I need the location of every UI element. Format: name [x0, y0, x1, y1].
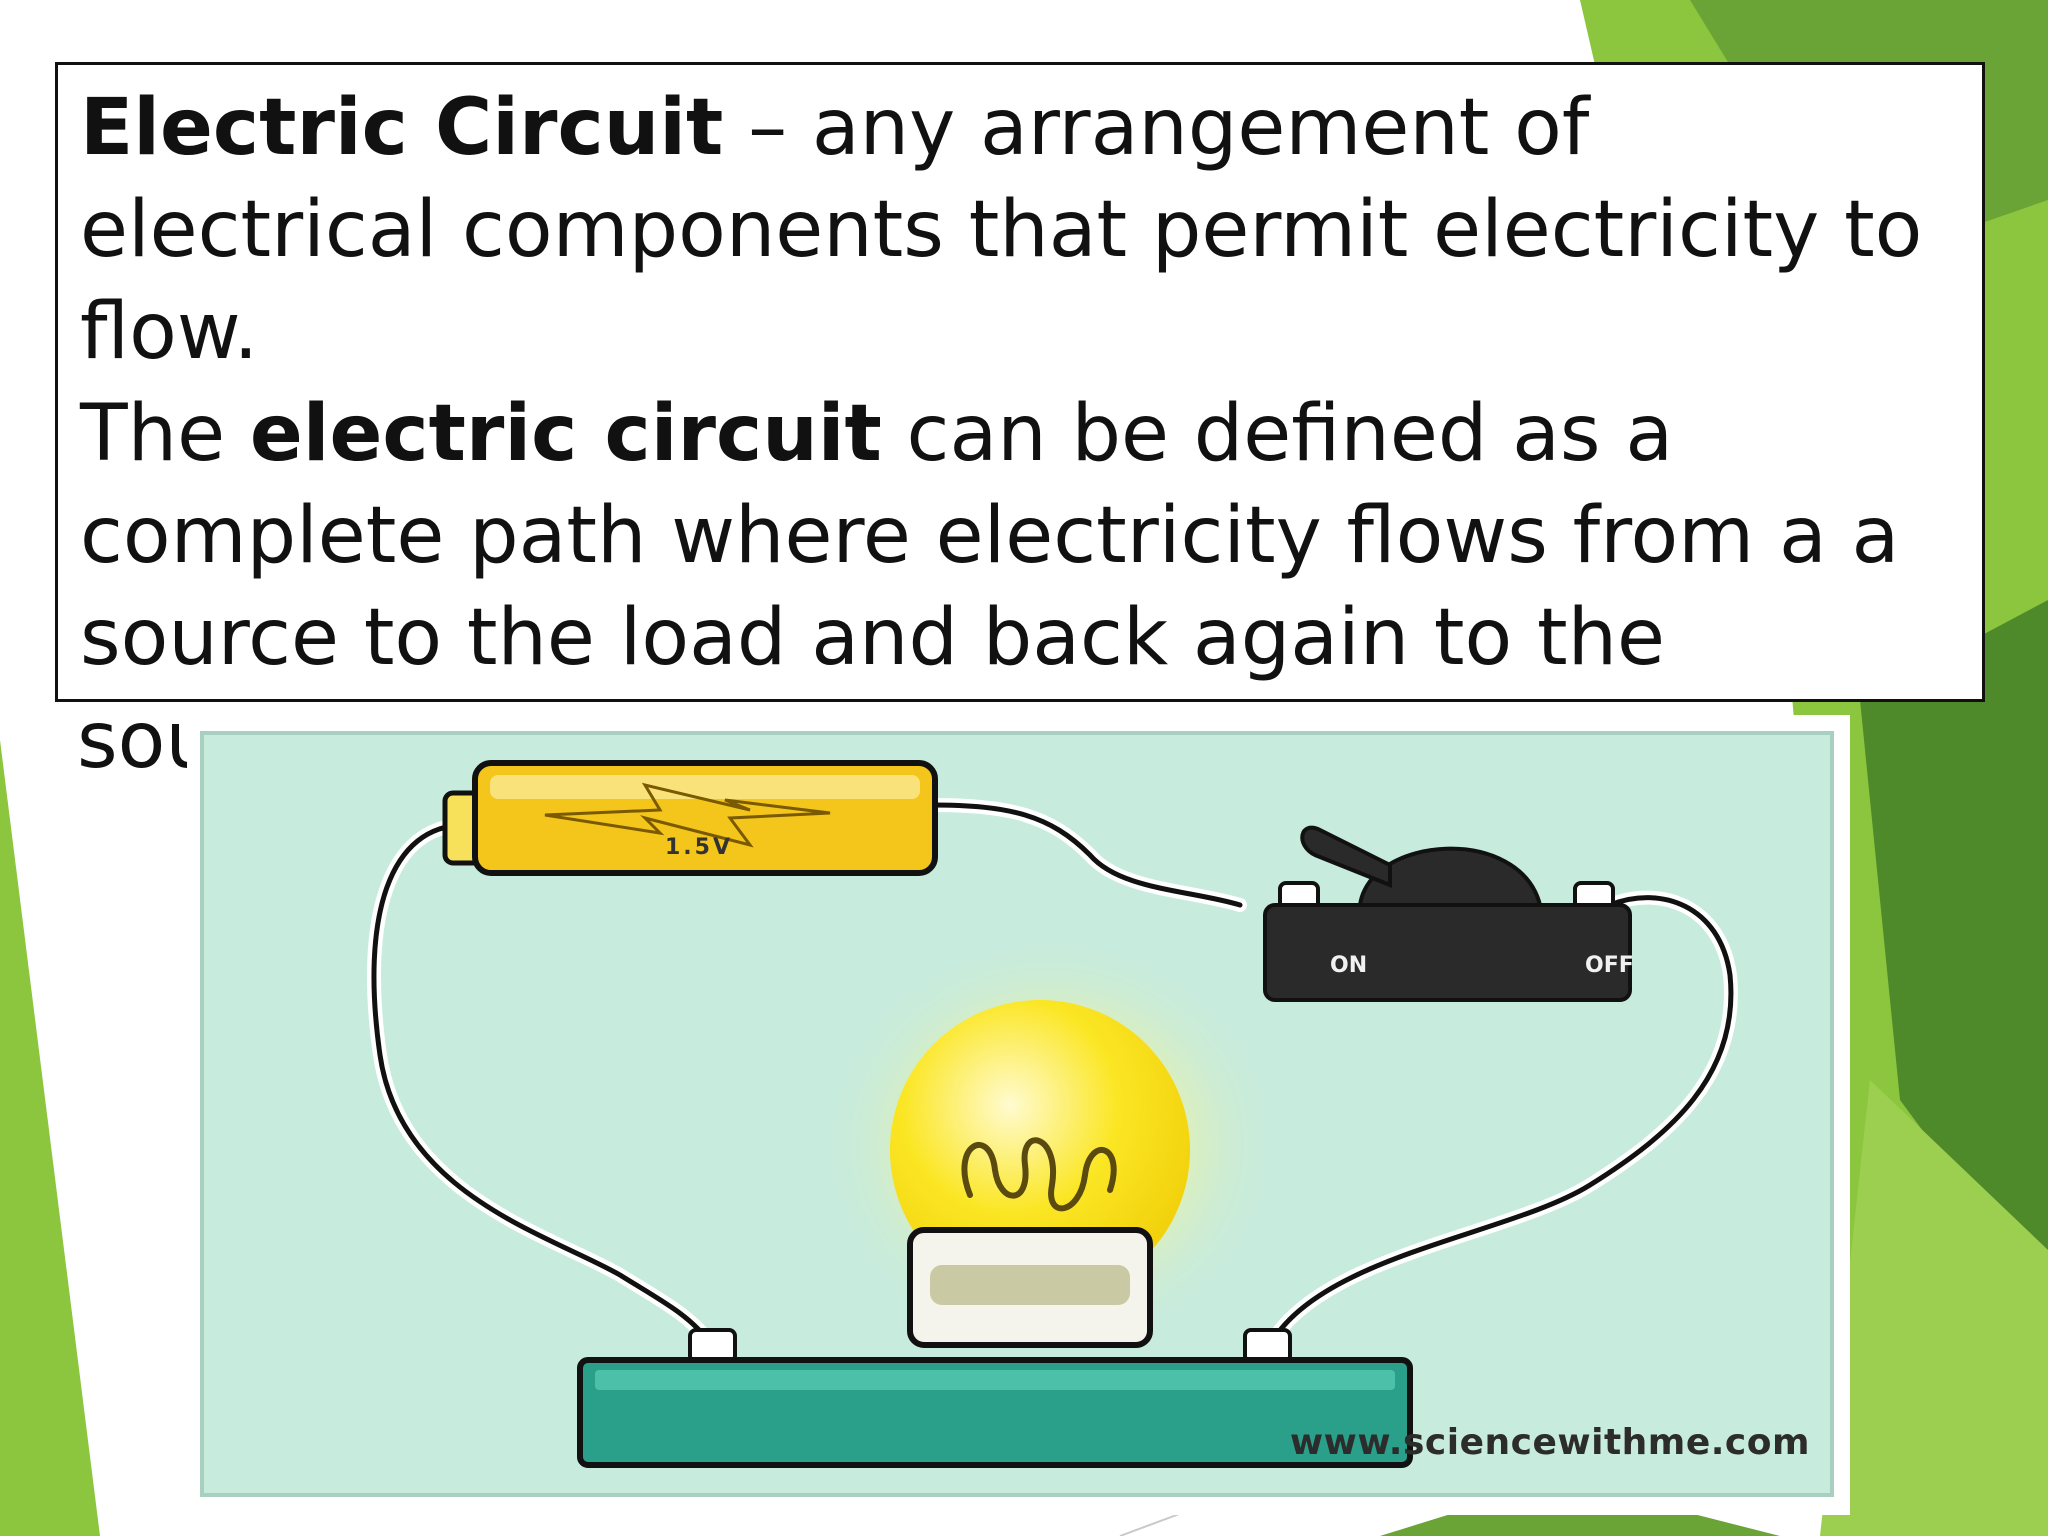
definition-paragraph-2: The electric circuit can be defined as a…: [80, 383, 1960, 689]
bg-shape-left: [0, 740, 100, 1536]
overflow-text: source.: [77, 696, 187, 786]
bg-shape-right-deep: [1860, 600, 2048, 1300]
term-electric-circuit: Electric Circuit: [80, 83, 724, 173]
source-watermark: www.sciencewithme.com: [1289, 1422, 1810, 1463]
battery-voltage-label: 1.5V: [665, 835, 733, 860]
definition-1-text: – any arrangement of electrical componen…: [80, 83, 1923, 377]
circuit-illustration: 1.5V ON OFF www.sciencewithme.com: [190, 715, 1850, 1515]
switch-base: [1263, 903, 1632, 1002]
battery-highlight: [490, 775, 920, 799]
switch-off-label: OFF: [1585, 953, 1634, 978]
bulb-filament: [961, 1137, 1117, 1212]
switch-lever: [1300, 825, 1392, 888]
definition-2-text: can be defined as a complete path where …: [80, 389, 1900, 683]
term-electric-circuit-2: electric circuit: [249, 389, 882, 479]
definition-text-box: Electric Circuit – any arrangement of el…: [55, 62, 1985, 702]
circuit-drawing: [200, 731, 1834, 1497]
base-highlight: [595, 1370, 1395, 1390]
wire-top-core: [927, 802, 1243, 908]
lightning-bolt: [544, 782, 831, 848]
definition-2-prefix: The: [80, 389, 250, 479]
definition-paragraph-1: Electric Circuit – any arrangement of el…: [80, 77, 1960, 383]
bulb-glass: [890, 1000, 1190, 1300]
wire-right-core: [1267, 895, 1734, 1348]
wire-left-core: [371, 822, 713, 1346]
switch-on-label: ON: [1330, 953, 1368, 978]
bulb-socket-band: [930, 1265, 1130, 1305]
bg-shape-right-light: [1820, 1080, 2048, 1536]
